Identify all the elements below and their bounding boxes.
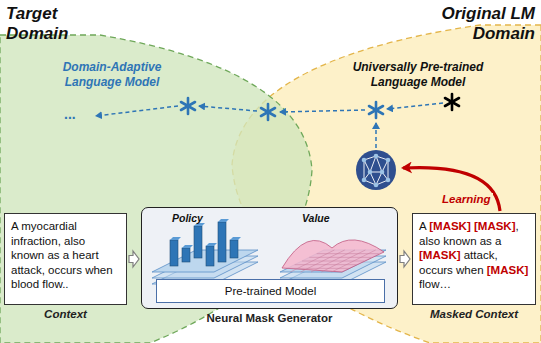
component-label: Policy [172, 212, 203, 224]
box-text: A myocardial infraction, also known as a… [11, 219, 120, 292]
mask-generator-box: Neural Mask GeneratorPre-trained ModelPo… [141, 207, 398, 309]
context-box: A myocardial infraction, also known as a… [4, 213, 127, 305]
box-text: Pre-trained Model [225, 285, 316, 297]
model-label: Domain-Adaptive Language Model [52, 60, 172, 90]
adaptation-path [96, 103, 443, 148]
adapted-star [369, 102, 383, 118]
learning-label: Learning [440, 193, 493, 205]
flow-arrow [129, 251, 139, 267]
ellipsis-label: ... [64, 106, 76, 122]
flow-arrow [400, 251, 410, 267]
pretrained-model-box: Pre-trained Model [156, 279, 385, 303]
network-icon [356, 150, 396, 190]
box-caption: Masked Context [413, 308, 535, 320]
model-label: Universally Pre-trained Language Model [338, 60, 498, 90]
component-label: Value [302, 212, 330, 224]
learning-arrow [403, 168, 500, 211]
region-label: Original LM Domain [435, 4, 535, 44]
box-text: A [MASK] [MASK], also known as a [MASK] … [419, 219, 529, 292]
region-label: Target Domain [6, 4, 84, 44]
box-caption: Context [5, 308, 126, 320]
pretrained-star [445, 94, 459, 110]
adapted-star [261, 104, 275, 120]
masked-context-box: A [MASK] [MASK], also known as a [MASK] … [412, 213, 536, 305]
adapted-star [181, 98, 195, 114]
box-caption: Neural Mask Generator [132, 312, 407, 324]
